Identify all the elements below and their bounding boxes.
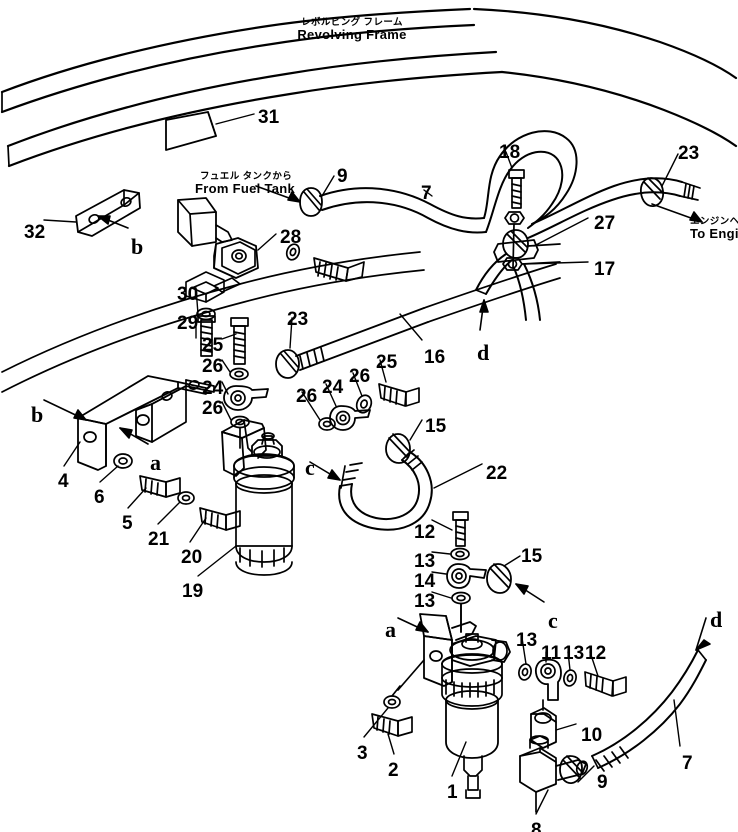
part-callout-1: 1 — [447, 782, 458, 803]
part-callout-12: 12 — [585, 643, 607, 664]
section-marker-b: b — [31, 402, 44, 427]
part-callout-17: 17 — [594, 259, 616, 280]
part-callout-4: 4 — [58, 471, 69, 492]
part-callout-12: 12 — [414, 522, 436, 543]
part-callout-20: 20 — [181, 547, 203, 568]
part-callout-5: 5 — [122, 513, 133, 534]
part-callout-19: 19 — [182, 581, 204, 602]
part-callout-2: 2 — [388, 760, 399, 781]
to-engine-label-en: To Engine — [690, 226, 738, 241]
revolving-frame-label-en: Revolving Frame — [297, 27, 407, 42]
section-marker-d: d — [710, 607, 723, 632]
from-fuel-tank-label-en: From Fuel Tank — [195, 181, 296, 196]
part-callout-26: 26 — [349, 366, 371, 387]
part-callout-13: 13 — [516, 630, 538, 651]
to-engine-label-jp: エンジンヘ — [690, 216, 738, 227]
part-callout-14: 14 — [414, 571, 436, 592]
section-marker-c: c — [305, 455, 315, 480]
part-callout-13: 13 — [563, 643, 585, 664]
part-callout-25: 25 — [202, 335, 224, 356]
part-callout-10: 10 — [581, 725, 603, 746]
section-marker-c: c — [548, 608, 558, 633]
part-callout-32: 32 — [24, 222, 46, 243]
part-callout-26: 26 — [202, 356, 224, 377]
part-callout-23: 23 — [287, 309, 309, 330]
part-callout-31: 31 — [258, 107, 280, 128]
part-callout-15: 15 — [425, 416, 447, 437]
part-callout-8: 8 — [531, 820, 542, 832]
part-callout-30: 30 — [177, 284, 199, 305]
part-callout-11: 11 — [541, 643, 562, 664]
part-callout-21: 21 — [148, 529, 170, 550]
part-callout-26: 26 — [296, 386, 318, 407]
part-callout-3: 3 — [357, 743, 368, 764]
part-callout-27: 27 — [594, 213, 616, 234]
section-marker-d: d — [477, 340, 490, 365]
part-callout-26: 26 — [202, 398, 224, 419]
part-callout-7: 7 — [682, 753, 693, 774]
section-marker-a: a — [150, 450, 161, 475]
part-callout-6: 6 — [94, 487, 105, 508]
part-callout-15: 15 — [521, 546, 543, 567]
part-callout-9: 9 — [597, 772, 608, 793]
part-callout-13: 13 — [414, 591, 436, 612]
part-callout-7: 7 — [421, 183, 432, 204]
part-callout-22: 22 — [486, 463, 508, 484]
revolving-frame-label-jp: レボルビング フレーム — [301, 17, 403, 28]
part-callout-24: 24 — [322, 377, 344, 398]
part-callout-13: 13 — [414, 551, 436, 572]
section-marker-b: b — [131, 234, 144, 259]
part-callout-16: 16 — [424, 347, 446, 368]
part-callout-24: 24 — [202, 378, 224, 399]
part-callout-9: 9 — [337, 166, 348, 187]
from-fuel-tank-label-jp: フュエル タンクから — [200, 171, 293, 182]
part-callout-23: 23 — [678, 143, 700, 164]
part-callout-18: 18 — [499, 142, 521, 163]
part-callout-28: 28 — [280, 227, 302, 248]
section-marker-a: a — [385, 617, 396, 642]
part-callout-29: 29 — [177, 313, 199, 334]
part-callout-25: 25 — [376, 352, 398, 373]
